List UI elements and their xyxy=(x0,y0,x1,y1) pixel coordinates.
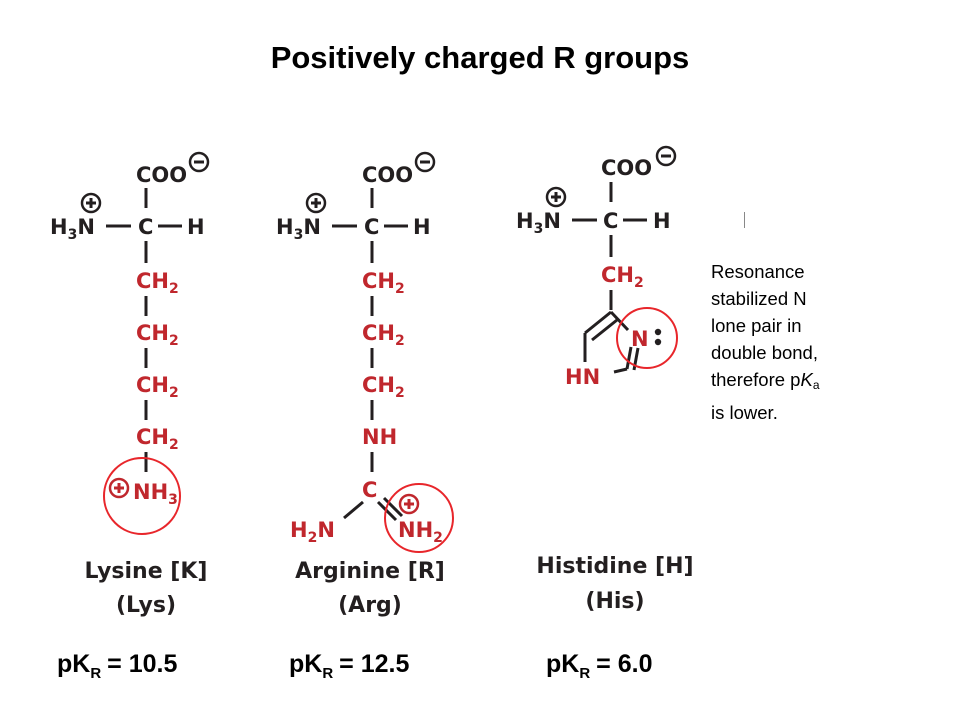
lone-pair-dots xyxy=(654,328,662,346)
note-line-5: therefore pKa xyxy=(711,366,901,399)
arginine-highlight-circle xyxy=(384,483,454,553)
lysine-carboxylate-charge xyxy=(188,151,210,173)
histidine-alpha-h: H xyxy=(653,209,671,233)
arginine-ammonium: H3N xyxy=(276,215,321,243)
lysine-abbr: (Lys) xyxy=(116,593,176,618)
arginine-structure: COO H3N C H CH2 CH2 CH2 NH xyxy=(276,151,454,553)
lysine-side-chain-charge xyxy=(108,477,130,499)
lysine-alpha-h: H xyxy=(187,215,205,239)
arginine-ammonium-charge xyxy=(305,192,327,214)
arginine-double-bond-a xyxy=(376,500,398,522)
arginine-ch2-3: CH2 xyxy=(362,373,405,401)
histidine-pk: pKR= 6.0 xyxy=(546,650,652,682)
lysine-ch2-1: CH2 xyxy=(136,269,179,297)
arginine-nh: NH xyxy=(362,425,397,449)
note-line-2: stabilized N xyxy=(711,288,807,309)
lysine-nh3: NH3 xyxy=(133,480,178,508)
histidine-alpha-carbon: C xyxy=(603,209,618,233)
arginine-ch2-1: CH2 xyxy=(362,269,405,297)
lysine-pk: pKR= 10.5 xyxy=(57,650,177,682)
lysine-name: Lysine [K] xyxy=(85,559,208,584)
lysine-ammonium: H3N xyxy=(50,215,95,243)
imidazole-ring xyxy=(583,310,640,374)
histidine-structure: COO H3N C H CH2 xyxy=(516,145,678,389)
slide-title: Positively charged R groups xyxy=(270,40,690,75)
lysine-ammonium-charge xyxy=(80,192,102,214)
arginine-name: Arginine [R] xyxy=(295,559,445,584)
arginine-abbr: (Arg) xyxy=(338,593,402,618)
lysine-structure: COO H3N C H CH2 CH2 CH2 CH2 xyxy=(50,151,210,535)
histidine-name: Histidine [H] xyxy=(536,554,693,579)
resonance-note: Resonance stabilized N lone pair in doub… xyxy=(711,258,901,426)
lysine-ch2-2: CH2 xyxy=(136,321,179,349)
lysine-ch2-4: CH2 xyxy=(136,425,179,453)
lysine-ch2-3: CH2 xyxy=(136,373,179,401)
arginine-side-chain-charge xyxy=(398,493,420,515)
histidine-ammonium-charge xyxy=(545,186,567,208)
lysine-coo: COO xyxy=(136,163,187,187)
histidine-ch2: CH2 xyxy=(601,263,644,291)
arginine-guanidino-c: C xyxy=(362,478,377,502)
note-line-5-sub: a xyxy=(812,378,820,392)
arginine-alpha-h: H xyxy=(413,215,431,239)
note-line-1: Resonance xyxy=(711,261,805,282)
arginine-carboxylate-charge xyxy=(414,151,436,173)
lysine-highlight-circle xyxy=(103,457,181,535)
histidine-highlight-circle xyxy=(616,307,678,369)
arginine-bond-c-n-left xyxy=(343,500,364,520)
note-line-5-prefix: therefore p xyxy=(711,369,801,390)
note-line-6: is lower. xyxy=(711,402,778,423)
arginine-coo: COO xyxy=(362,163,413,187)
histidine-coo: COO xyxy=(601,156,652,180)
arginine-alpha-carbon: C xyxy=(364,215,379,239)
histidine-ring-n: N xyxy=(631,327,649,351)
note-line-4: double bond, xyxy=(711,342,818,363)
arginine-h2n: H2N xyxy=(290,518,335,546)
note-line-5-italic: K xyxy=(800,369,813,390)
histidine-ring-hn: HN xyxy=(565,365,600,389)
arginine-nh2: NH2 xyxy=(398,518,443,546)
histidine-abbr: (His) xyxy=(585,589,644,614)
histidine-carboxylate-charge xyxy=(655,145,677,167)
arginine-double-bond-b xyxy=(382,496,404,518)
divider-mark xyxy=(744,212,745,228)
lysine-alpha-carbon: C xyxy=(138,215,153,239)
arginine-pk: pKR= 12.5 xyxy=(289,650,409,682)
histidine-ammonium: H3N xyxy=(516,209,561,237)
arginine-ch2-2: CH2 xyxy=(362,321,405,349)
note-line-3: lone pair in xyxy=(711,315,802,336)
